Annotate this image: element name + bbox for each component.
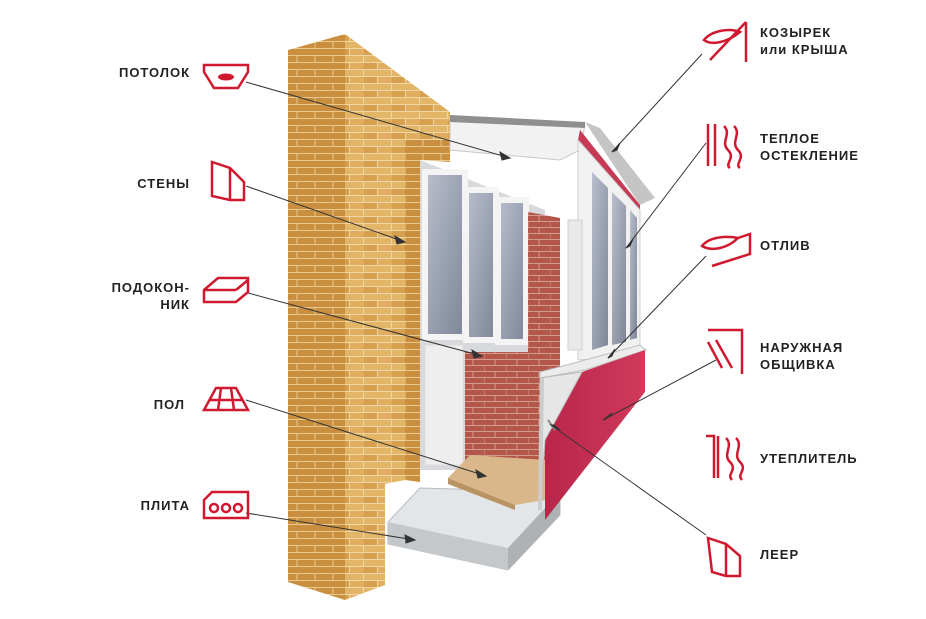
windowsill-icon (202, 276, 250, 304)
slab-icon (202, 490, 250, 520)
brick-wall-front (288, 34, 345, 600)
label-cladding: НАРУЖНАЯ ОБЩИВКА (760, 340, 844, 372)
inner-brick-wall (465, 352, 545, 470)
ceiling-icon (202, 63, 250, 90)
insulation-icon (706, 434, 745, 481)
balcony-roof (585, 122, 655, 205)
balcony-floor (448, 455, 545, 505)
outer-cladding (545, 350, 645, 520)
wall-icon (210, 160, 246, 202)
label-glazing: ТЕПЛОЕ ОСТЕКЛЕНИЕ (760, 131, 859, 163)
label-slab: ПЛИТА (140, 498, 190, 513)
label-windowsill: ПОДОКОН- НИК (111, 280, 190, 312)
label-walls: СТЕНЫ (137, 176, 190, 191)
callout-lines (245, 53, 717, 544)
glazing-icon (706, 124, 743, 170)
label-insulation: УТЕПЛИТЕЛЬ (760, 451, 858, 466)
floor-icon (201, 386, 251, 412)
building-illustration (288, 34, 655, 600)
label-rail: ЛЕЕР (760, 547, 800, 562)
label-floor: ПОЛ (153, 397, 185, 412)
cladding-icon (706, 328, 744, 374)
label-roof: КОЗЫРЕК или КРЫША (760, 25, 849, 57)
label-drip: ОТЛИВ (760, 238, 811, 253)
brick-wall-side (345, 34, 450, 600)
canopy-icon (702, 21, 748, 62)
label-ceiling: ПОТОЛОК (118, 65, 190, 80)
rail-icon (706, 536, 742, 578)
drip-icon (700, 232, 752, 268)
